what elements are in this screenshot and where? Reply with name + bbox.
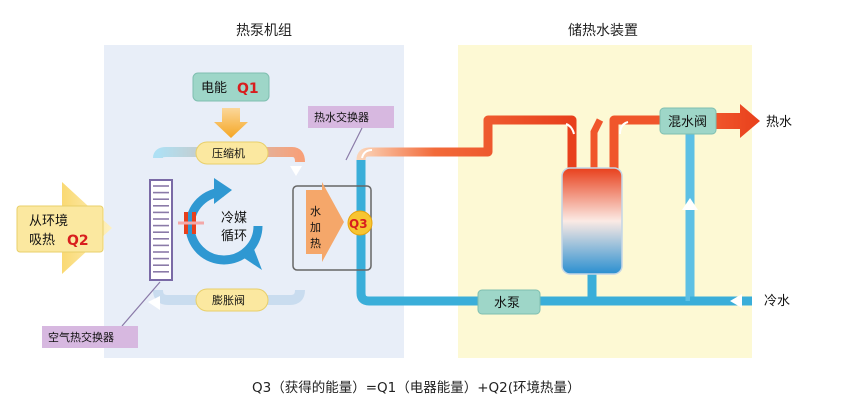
air-heat-exchanger-coil bbox=[149, 179, 173, 281]
hot-water-label: 热水 bbox=[766, 115, 792, 130]
water-pump-label: 水泵 bbox=[494, 296, 520, 311]
water-heating-arrow bbox=[306, 182, 344, 262]
power-label: 电能 bbox=[201, 81, 227, 96]
water-heating-1: 水 bbox=[310, 205, 321, 218]
mixing-valve-box bbox=[659, 107, 717, 135]
water-pump-box bbox=[477, 289, 541, 315]
energy-formula: Q3（获得的能量）=Q1（电器能量）+Q2(环境热量） bbox=[252, 379, 581, 396]
water-exchanger-label: 热水交换器 bbox=[314, 110, 369, 124]
water-heating-2: 加 bbox=[310, 221, 321, 234]
cold-water-label: 冷水 bbox=[764, 294, 790, 309]
mixing-valve-label: 混水阀 bbox=[668, 115, 707, 130]
water-exchanger-box bbox=[308, 106, 394, 128]
power-down-arrow bbox=[214, 108, 248, 138]
expansion-valve-label: 膨胀阀 bbox=[212, 293, 245, 307]
water-exchanger-symbol: Q3 bbox=[349, 217, 368, 231]
power-symbol: Q1 bbox=[237, 81, 259, 97]
refrigerant-line2: 循环 bbox=[221, 229, 247, 244]
cold-water-circuit bbox=[356, 130, 752, 308]
refrigerant-line1: 冷媒 bbox=[221, 211, 247, 226]
air-exchanger-box bbox=[42, 326, 138, 348]
compressor-label: 压缩机 bbox=[212, 146, 245, 160]
storage-title: 储热水装置 bbox=[568, 23, 638, 39]
heat-flow-marks bbox=[178, 212, 204, 234]
expansion-valve-box bbox=[195, 288, 269, 312]
heat-pump-title: 热泵机组 bbox=[236, 23, 292, 39]
hot-water-circuit bbox=[356, 115, 660, 170]
compressor-box bbox=[195, 141, 269, 165]
refrigerant-cycle-icon bbox=[185, 178, 263, 270]
ambient-line2: 吸热 bbox=[29, 233, 55, 248]
ambient-line1: 从环境 bbox=[29, 214, 68, 229]
power-box bbox=[192, 72, 270, 102]
ambient-symbol: Q2 bbox=[67, 233, 89, 249]
air-exchanger-label: 空气热交换器 bbox=[48, 330, 114, 344]
hot-water-outlet-arrow bbox=[715, 104, 760, 138]
storage-tank bbox=[561, 167, 623, 275]
ambient-box bbox=[16, 205, 104, 253]
q3-badge bbox=[347, 210, 373, 236]
water-heating-3: 热 bbox=[310, 237, 321, 250]
